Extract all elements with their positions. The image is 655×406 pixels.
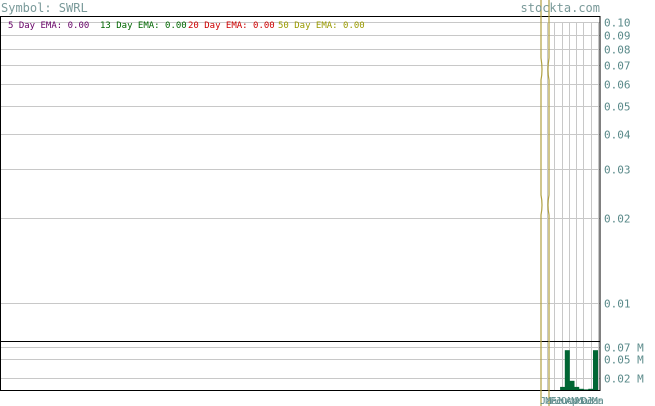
x-tick-label: Ma (545, 396, 557, 406)
x-tick-label: Fe (550, 396, 562, 406)
x-tick-label: Ja (587, 396, 599, 406)
x-tick-label: Ja (540, 396, 552, 406)
grid-lines (0, 22, 600, 390)
price-series (540, 0, 550, 406)
legend-item-4: 50 Day EMA: 0.00 (278, 21, 365, 31)
volume-bars (560, 350, 598, 390)
volume-bar (583, 389, 589, 390)
volume-bar (569, 380, 575, 390)
symbol-label: Symbol: SWRL (1, 1, 88, 15)
volume-bar (578, 388, 584, 390)
x-tick-label: Ju (556, 396, 568, 406)
price-tick-label: 0.10 (604, 17, 631, 30)
price-tick-label: 0.08 (604, 44, 631, 57)
legend-item-3: 20 Day EMA: 0.00 (188, 21, 275, 31)
volume-bar (560, 386, 566, 390)
price-tick-label: 0.04 (604, 129, 631, 142)
x-tick-label: r (597, 396, 603, 406)
volume-bar (588, 388, 594, 390)
x-tick-label: Ma (592, 396, 604, 406)
legend-item-1: 5 Day EMA: 0.00 (8, 21, 89, 31)
price-trace-2 (547, 0, 550, 406)
y-axis-tick-labels: 0.100.090.08 0.07 0.06 0.05 0.04 0.03 0.02 0.01… (604, 17, 644, 386)
chart-border (0, 16, 601, 391)
price-tick-label: 0.02 (604, 213, 631, 226)
x-tick-label: Ma (576, 396, 588, 406)
volume-bar (574, 386, 580, 390)
x-tick-label: No (571, 396, 583, 406)
price-trace-1 (540, 0, 543, 406)
volume-tick-label: 0.02 M (604, 373, 644, 386)
price-tick-label: 0.06 (604, 79, 631, 92)
volume-tick-label: 0.05 M (604, 354, 644, 367)
x-tick-label: Ap (566, 396, 578, 406)
x-tick-label: Oc (561, 396, 573, 406)
price-tick-label: 0.09 (604, 30, 631, 43)
x-tick-label: De (581, 396, 593, 406)
volume-bar (564, 350, 570, 390)
price-tick-label: 0.03 (604, 164, 631, 177)
price-tick-label: 0.01 (604, 298, 631, 311)
brand-label: stockta.com (521, 1, 600, 15)
volume-bar (593, 350, 598, 390)
legend-item-2: 13 Day EMA: 0.00 (100, 21, 187, 31)
volume-tick-label: 0.07 M (604, 342, 644, 355)
price-tick-label: 0.05 (604, 101, 631, 114)
price-tick-label: 0.07 (604, 60, 631, 73)
chart-frame (0, 16, 601, 391)
